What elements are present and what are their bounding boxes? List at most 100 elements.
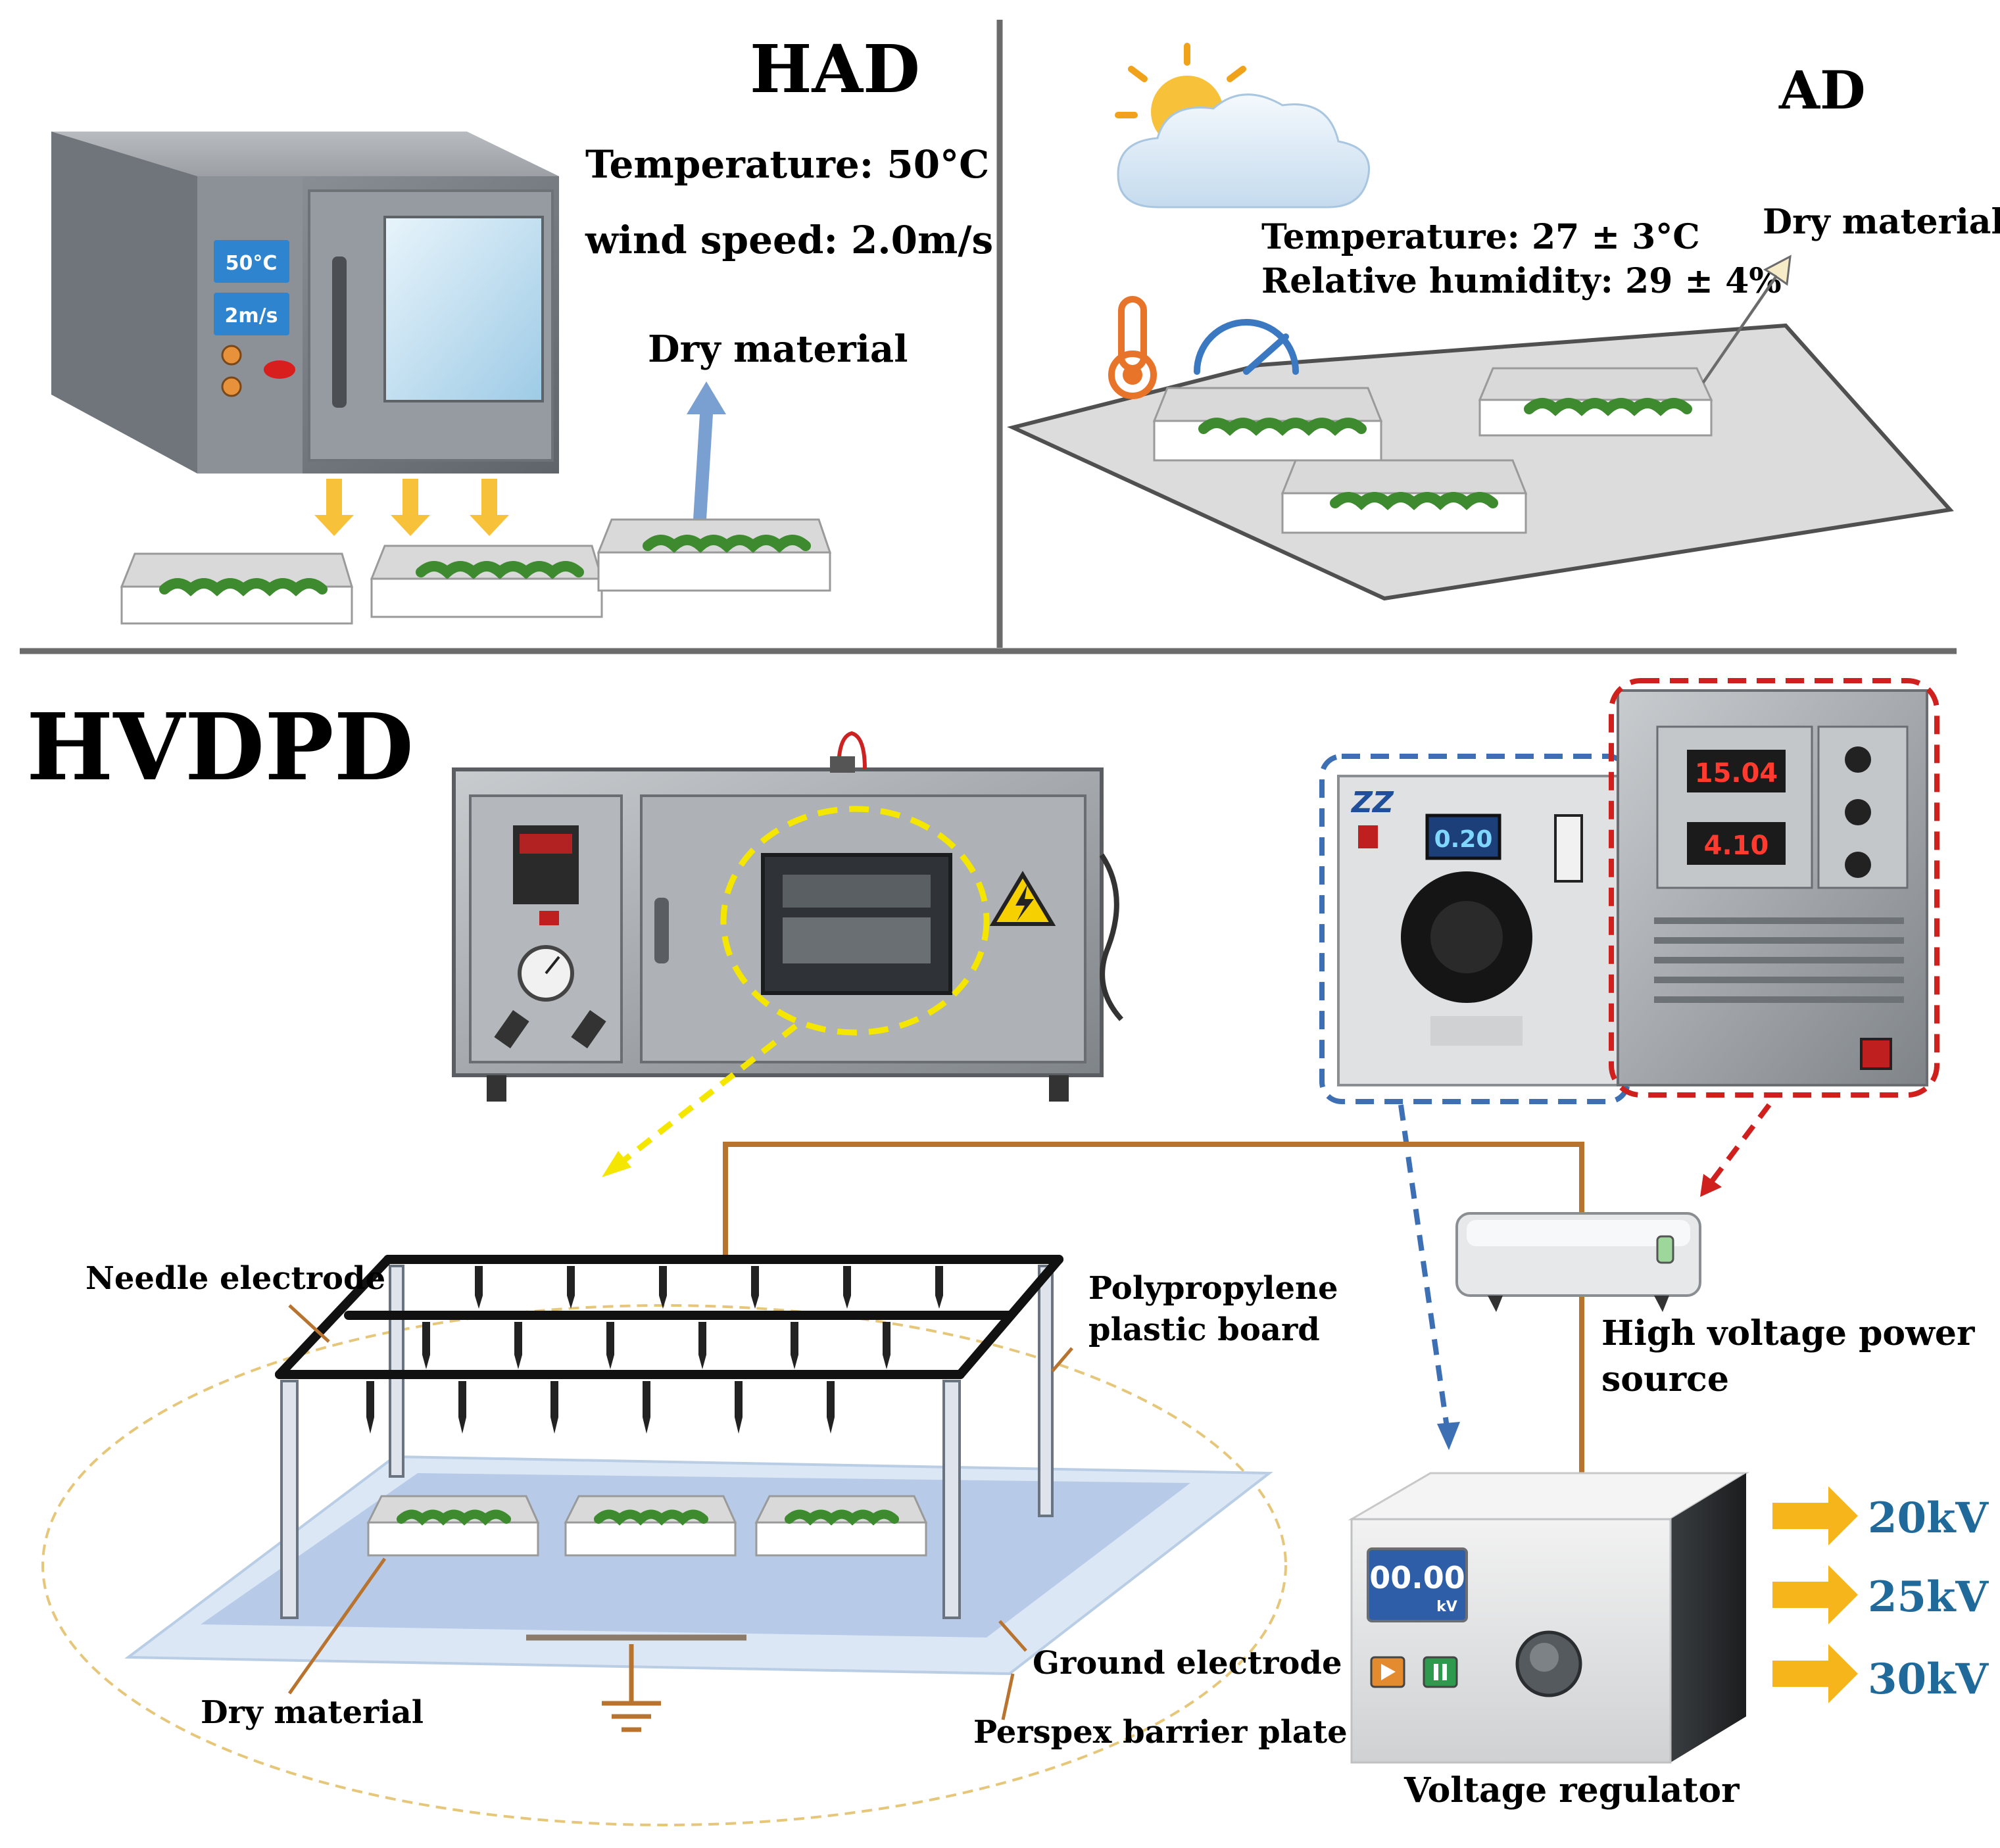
thermometer-icon bbox=[1108, 296, 1157, 399]
oven-handle bbox=[332, 256, 347, 408]
needle-electrode-leader bbox=[288, 1304, 330, 1343]
hv-source-highlight bbox=[1609, 678, 1939, 1098]
voltage-label-2: 25kV bbox=[1868, 1572, 1989, 1622]
oven-display-wind bbox=[214, 293, 289, 335]
chamber-highlight-circle bbox=[720, 806, 990, 1036]
drying-chamber-photo bbox=[452, 731, 1123, 1102]
post-front-right bbox=[942, 1380, 961, 1619]
oven-side bbox=[51, 132, 197, 474]
perspex-label: Perspex barrier plate bbox=[973, 1714, 1348, 1751]
chamber-arrow-head bbox=[602, 1151, 631, 1177]
oven-knob-2 bbox=[221, 376, 242, 397]
hv-power-source-device bbox=[1455, 1212, 1701, 1312]
chamber-cable bbox=[837, 731, 867, 770]
pp-board-leader bbox=[1051, 1347, 1073, 1373]
ad-tray-2 bbox=[1478, 367, 1713, 437]
hv-source-display-2-value: 4.10 bbox=[1704, 831, 1769, 861]
panel-dividers bbox=[20, 20, 1957, 654]
oven-illustration: 50°C 2m/s bbox=[51, 132, 559, 474]
oven-display-temp bbox=[214, 240, 289, 283]
had-temperature-label: Temperature: 50°C bbox=[585, 142, 989, 187]
svg-text:ZZ: ZZ bbox=[1350, 786, 1394, 819]
ground-electrode-label: Ground electrode bbox=[1033, 1645, 1342, 1682]
regulator-pause-button bbox=[1423, 1656, 1458, 1688]
hvdpd-tray-3 bbox=[754, 1495, 928, 1557]
had-wind-label: wind speed: 2.0m/s bbox=[585, 218, 993, 262]
hvdpd-panel: HVDPD bbox=[26, 678, 1989, 1826]
needles bbox=[366, 1266, 943, 1434]
hvdpd-dry-material-label: Dry material bbox=[201, 1694, 424, 1731]
oven-knob-1 bbox=[221, 345, 242, 366]
blue-arrow-head bbox=[1437, 1422, 1460, 1450]
post-front-left bbox=[280, 1380, 299, 1619]
chamber-to-schematic-arrow bbox=[613, 1023, 798, 1170]
hv-source-photo: 15.04 4.10 bbox=[1617, 689, 1928, 1086]
ad-tray-3 bbox=[1280, 459, 1528, 534]
hvdpd-tray-1 bbox=[366, 1495, 540, 1557]
ad-temperature-label: Temperature: 27 ± 3°C bbox=[1261, 217, 1700, 257]
voltage-regulator-label: Voltage regulator bbox=[1403, 1770, 1740, 1811]
wire-electrode-to-source bbox=[723, 1142, 1584, 1259]
pp-board-label-line1: Polypropylene bbox=[1088, 1270, 1338, 1307]
had-tray-3 bbox=[597, 518, 832, 592]
hvdpd-tray-2 bbox=[564, 1495, 737, 1557]
dry-material-leader bbox=[287, 1557, 387, 1695]
ad-panel: AD Temperature: 27 ± 3°C Relative humidi… bbox=[1007, 43, 2000, 601]
red-dashed-arrow bbox=[1707, 1103, 1772, 1186]
red-arrow-head bbox=[1700, 1174, 1722, 1197]
ad-tray-1 bbox=[1152, 387, 1383, 462]
ad-humidity-label: Relative humidity: 29 ± 4% bbox=[1261, 261, 1782, 301]
chamber-power-switch bbox=[539, 911, 559, 925]
regulator-photo-display-value: 0.20 bbox=[1434, 826, 1493, 853]
had-title: HAD bbox=[750, 30, 920, 108]
ad-dry-material-arrow bbox=[1702, 255, 1792, 384]
ground-electrode-leader bbox=[998, 1620, 1027, 1652]
voltage-arrow-3 bbox=[1772, 1644, 1858, 1703]
hv-source-indicator bbox=[1656, 1235, 1674, 1264]
regulator-display bbox=[1367, 1547, 1468, 1622]
voltage-label-3: 30kV bbox=[1868, 1655, 1989, 1704]
voltage-regulator-photo: ZZ 0.20 bbox=[1337, 775, 1619, 1086]
sun-cloud-icon bbox=[1115, 43, 1370, 208]
hv-source-label-line1: High voltage power bbox=[1601, 1313, 1975, 1353]
hot-air-arrow-2 bbox=[391, 479, 430, 536]
blue-dashed-arrow bbox=[1398, 1104, 1450, 1428]
voltage-arrow-1 bbox=[1772, 1486, 1858, 1545]
voltage-output-arrows: 20kV 25kV 30kV bbox=[1772, 1486, 1989, 1704]
wind-gauge-icon bbox=[1194, 319, 1299, 375]
hv-source-display-1-value: 15.04 bbox=[1695, 758, 1778, 789]
oven-window bbox=[383, 216, 544, 402]
hot-air-arrows bbox=[314, 479, 509, 536]
hv-source-display-2 bbox=[1687, 822, 1786, 865]
regulator-display-value: 00.00 bbox=[1369, 1560, 1465, 1595]
had-dry-material-arrow bbox=[687, 381, 726, 520]
hot-air-arrow-3 bbox=[470, 479, 509, 536]
had-dry-material-label: Dry material bbox=[648, 328, 908, 371]
needle-electrode-label: Needle electrode bbox=[85, 1260, 385, 1297]
regulator-display-unit: kV bbox=[1436, 1599, 1457, 1615]
hv-source-power-switch bbox=[1860, 1038, 1892, 1070]
voltage-arrow-2 bbox=[1772, 1565, 1858, 1624]
voltage-label-1: 20kV bbox=[1868, 1494, 1989, 1543]
needle-electrode-frame bbox=[275, 1255, 1063, 1379]
oven-indicator-light bbox=[264, 360, 295, 379]
voltage-regulator-device: 00.00 kV bbox=[1348, 1472, 1750, 1764]
oven-display-wind-value: 2m/s bbox=[225, 304, 278, 328]
perspex-leader bbox=[1001, 1673, 1015, 1720]
ground-symbol bbox=[602, 1644, 661, 1732]
regulator-photo-display bbox=[1425, 814, 1501, 860]
cloud bbox=[1117, 93, 1370, 208]
had-panel: HAD Temperature: 50°C wind speed: 2.0m/s… bbox=[51, 30, 993, 625]
hvdpd-title: HVDPD bbox=[26, 694, 414, 802]
oven-display-temp-value: 50°C bbox=[226, 252, 278, 275]
pp-board-label-line2: plastic board bbox=[1088, 1311, 1320, 1348]
hv-source-display-1 bbox=[1687, 750, 1786, 792]
had-tray-1 bbox=[120, 552, 354, 625]
had-tray-2 bbox=[370, 545, 604, 618]
ad-title: AD bbox=[1778, 59, 1865, 121]
hv-source-label-line2: source bbox=[1601, 1359, 1729, 1399]
hot-air-arrow-1 bbox=[314, 479, 354, 536]
hv-wires bbox=[723, 1142, 1584, 1476]
ad-dry-material-label: Dry material bbox=[1763, 202, 2000, 242]
